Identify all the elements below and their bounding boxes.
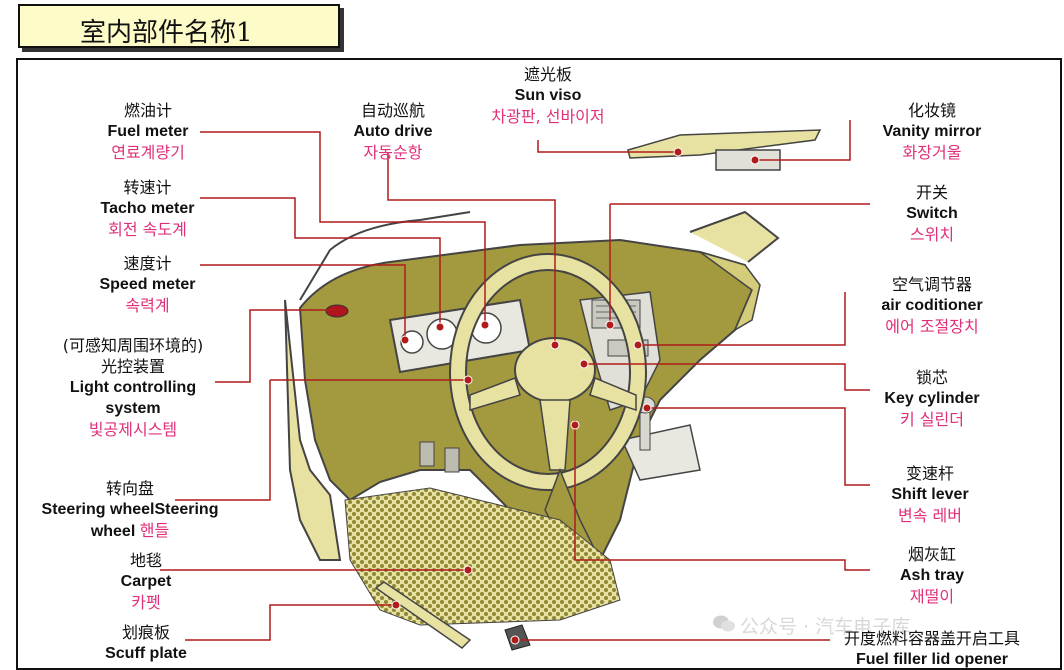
- label-ash-tray: 烟灰缸 Ash tray 재떨이: [899, 545, 965, 606]
- title-box: 室内部件名称1: [18, 4, 340, 48]
- label-vanity-mirror: 化妆镜 Vanity mirror 화장거울: [882, 101, 982, 162]
- label-shift-lever: 变速杆 Shift lever 변속 레버: [891, 464, 969, 525]
- label-speed-meter: 速度计 Speed meter 속력계: [99, 254, 196, 315]
- label-auto-drive: 自动巡航 Auto drive 자동순항: [353, 101, 433, 162]
- carpet: [344, 487, 621, 626]
- label-tacho-meter: 转速计 Tacho meter 회전 속도계: [100, 178, 195, 239]
- page-title: 室内部件名称1: [80, 18, 253, 48]
- light-sensor: [325, 304, 349, 318]
- label-carpet: 地毯 Carpet 카펫: [120, 551, 172, 612]
- pedal-left: [419, 441, 435, 467]
- label-sun-visor: 遮光板 Sun viso 차광판, 선바이저: [491, 65, 605, 126]
- windshield-frame: [299, 210, 780, 301]
- label-air-conditioner: 空气调节器 air coditioner 에어 조절장치: [881, 275, 983, 336]
- label-scuff-plate: 划痕板 Scuff plate: [105, 623, 187, 662]
- steering-wheel: [449, 253, 647, 491]
- leader-lines: [160, 120, 870, 641]
- label-switch: 开关 Switch 스위치: [906, 183, 958, 244]
- pedal-right: [444, 447, 460, 473]
- wechat-icon: [713, 615, 735, 632]
- label-light-control: (可感知周围环境的) 光控装置 Light controlling system…: [62, 336, 204, 439]
- label-fuel-filler-opener: 开度燃料容器盖开启工具 Fuel filler lid opener: [843, 629, 1020, 668]
- scuff-plate: [374, 581, 472, 649]
- label-key-cylinder: 锁芯 Key cylinder 키 실린더: [884, 368, 980, 429]
- label-fuel-meter: 燃油计 Fuel meter 연료계량기: [107, 101, 189, 162]
- door-panel: [284, 299, 342, 561]
- watermark: 公众号 · 汽车电子库: [740, 616, 911, 638]
- leader-dots: [391, 147, 760, 645]
- dash-right-side: [699, 251, 761, 332]
- label-steering-wheel: 转向盘 Steering wheelSteering wheel 핸들: [41, 479, 219, 540]
